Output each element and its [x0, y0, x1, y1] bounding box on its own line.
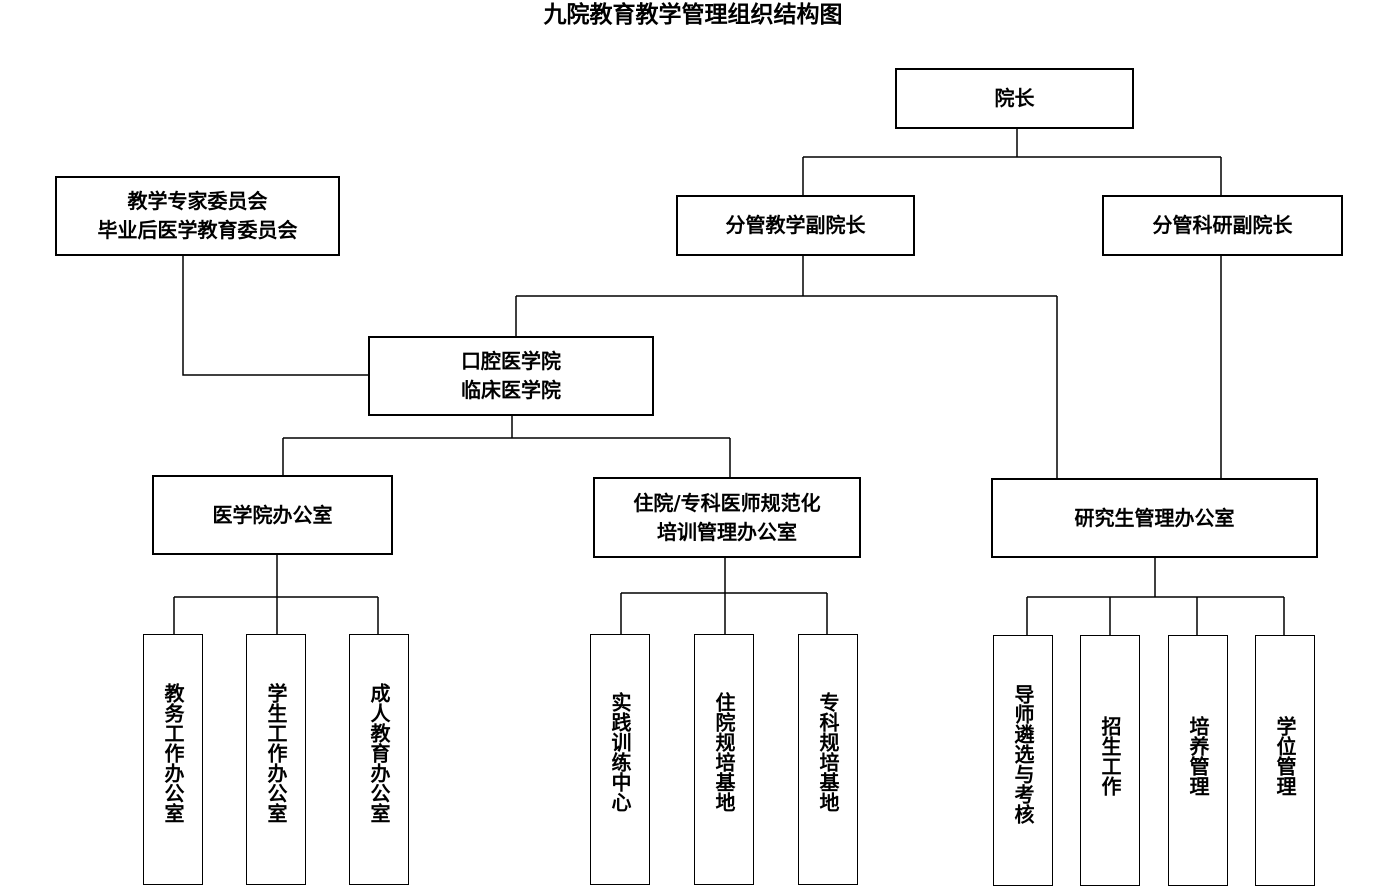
node-dean-label: 院长: [994, 86, 1035, 110]
leaf-practice-center: 实践训练中心: [590, 634, 650, 885]
node-committee-label: 教学专家委员会 毕业后医学教育委员会: [97, 189, 298, 242]
leaf-training-management-label: 培养管理: [1186, 716, 1210, 796]
chart-title: 九院教育教学管理组织结构图: [543, 2, 843, 28]
leaf-admissions-label: 招生工作: [1098, 716, 1122, 796]
leaf-student-affairs-label: 学生工作办公室: [264, 683, 288, 823]
node-colleges: 口腔医学院 临床医学院: [368, 336, 654, 416]
node-colleges-label: 口腔医学院 临床医学院: [461, 349, 561, 402]
leaf-specialist-base-label: 专科规培基地: [816, 692, 840, 812]
node-vp-research-label: 分管科研副院长: [1152, 213, 1293, 237]
leaf-academic-affairs-label: 教务工作办公室: [161, 683, 185, 823]
node-committee: 教学专家委员会 毕业后医学教育委员会: [55, 176, 340, 256]
node-med-office: 医学院办公室: [152, 475, 393, 555]
node-vp-teaching-label: 分管教学副院长: [725, 213, 866, 237]
node-grad-office: 研究生管理办公室: [991, 478, 1318, 558]
leaf-student-affairs: 学生工作办公室: [246, 634, 306, 885]
node-vp-teaching: 分管教学副院长: [676, 195, 915, 256]
node-dean: 院长: [895, 68, 1134, 129]
leaf-residency-base: 住院规培基地: [694, 634, 754, 885]
node-residency-office: 住院/专科医师规范化 培训管理办公室: [593, 477, 861, 558]
leaf-admissions: 招生工作: [1080, 635, 1140, 886]
leaf-degree-management-label: 学位管理: [1273, 716, 1297, 796]
leaf-residency-base-label: 住院规培基地: [712, 692, 736, 812]
leaf-academic-affairs: 教务工作办公室: [143, 634, 203, 885]
leaf-adult-education-label: 成人教育办公室: [367, 683, 391, 823]
leaf-adult-education: 成人教育办公室: [349, 634, 409, 885]
node-residency-office-label: 住院/专科医师规范化 培训管理办公室: [633, 490, 821, 544]
node-grad-office-label: 研究生管理办公室: [1074, 505, 1235, 530]
leaf-practice-center-label: 实践训练中心: [608, 692, 632, 812]
leaf-degree-management: 学位管理: [1255, 635, 1315, 886]
node-vp-research: 分管科研副院长: [1102, 195, 1343, 256]
node-med-office-label: 医学院办公室: [212, 502, 333, 527]
leaf-specialist-base: 专科规培基地: [798, 634, 858, 885]
leaf-training-management: 培养管理: [1168, 635, 1228, 886]
leaf-mentor-selection-label: 导师遴选与考核: [1011, 684, 1035, 824]
leaf-mentor-selection: 导师遴选与考核: [993, 635, 1053, 886]
